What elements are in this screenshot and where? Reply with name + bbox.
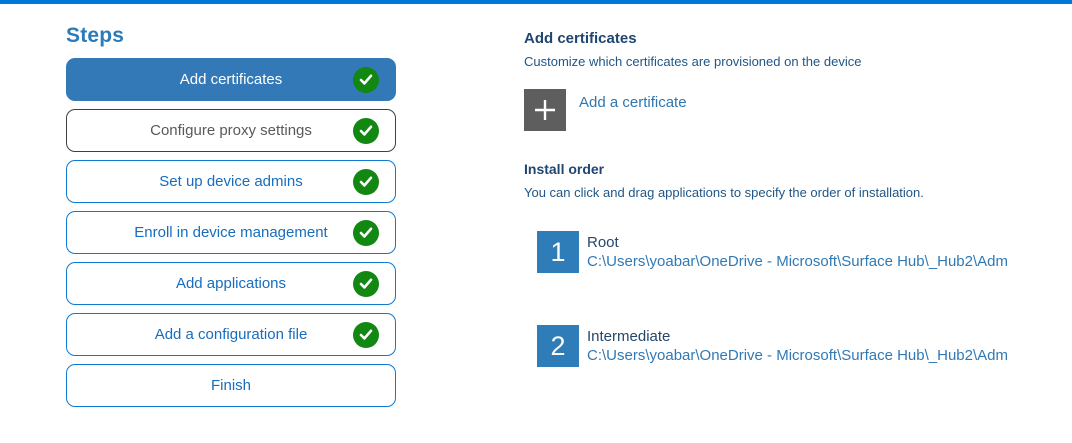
step-label: Set up device admins: [159, 173, 303, 190]
certificate-path: C:\Users\yoabar\OneDrive - Microsoft\Sur…: [587, 253, 1008, 270]
step-button-finish[interactable]: Finish: [66, 364, 396, 407]
step-button-add-applications[interactable]: Add applications: [66, 262, 396, 305]
check-icon: [353, 270, 379, 297]
step-label: Add certificates: [179, 71, 283, 88]
check-icon: [353, 168, 379, 195]
page-title: Add certificates: [524, 30, 637, 47]
step-label: Enroll in device management: [134, 224, 328, 241]
add-certificate-label: Add a certificate: [579, 94, 687, 111]
order-number-badge: 2: [537, 325, 579, 367]
step-label: Add applications: [175, 275, 287, 292]
step-button-enroll-in-device-management[interactable]: Enroll in device management: [66, 211, 396, 254]
install-order-subtitle: You can click and drag applications to s…: [524, 185, 924, 200]
install-order-title: Install order: [524, 161, 605, 177]
step-button-add-a-configuration-file[interactable]: Add a configuration file: [66, 313, 396, 356]
order-number-badge: 1: [537, 231, 579, 273]
add-certificate-button[interactable]: Add a certificate: [524, 89, 744, 131]
steps-title: Steps: [66, 24, 125, 47]
step-label: Finish: [210, 377, 251, 394]
top-accent-bar: [0, 0, 1072, 4]
content-panel: Add certificates Customize which certifi…: [524, 30, 1069, 367]
step-button-set-up-device-admins[interactable]: Set up device admins: [66, 160, 396, 203]
certificate-name: Root: [587, 234, 619, 251]
check-icon: [353, 219, 379, 246]
step-label: Add a configuration file: [154, 326, 308, 343]
certificate-name: Intermediate: [587, 328, 671, 345]
step-button-add-certificates[interactable]: Add certificates: [66, 58, 396, 101]
step-button-configure-proxy-settings[interactable]: Configure proxy settings: [66, 109, 396, 152]
check-icon: [353, 66, 379, 93]
check-icon: [353, 321, 379, 348]
page-subtitle: Customize which certificates are provisi…: [524, 54, 862, 69]
certificate-path: C:\Users\yoabar\OneDrive - Microsoft\Sur…: [587, 347, 1008, 364]
step-label: Configure proxy settings: [150, 122, 312, 139]
check-icon: [353, 117, 379, 144]
plus-icon[interactable]: [524, 89, 566, 131]
